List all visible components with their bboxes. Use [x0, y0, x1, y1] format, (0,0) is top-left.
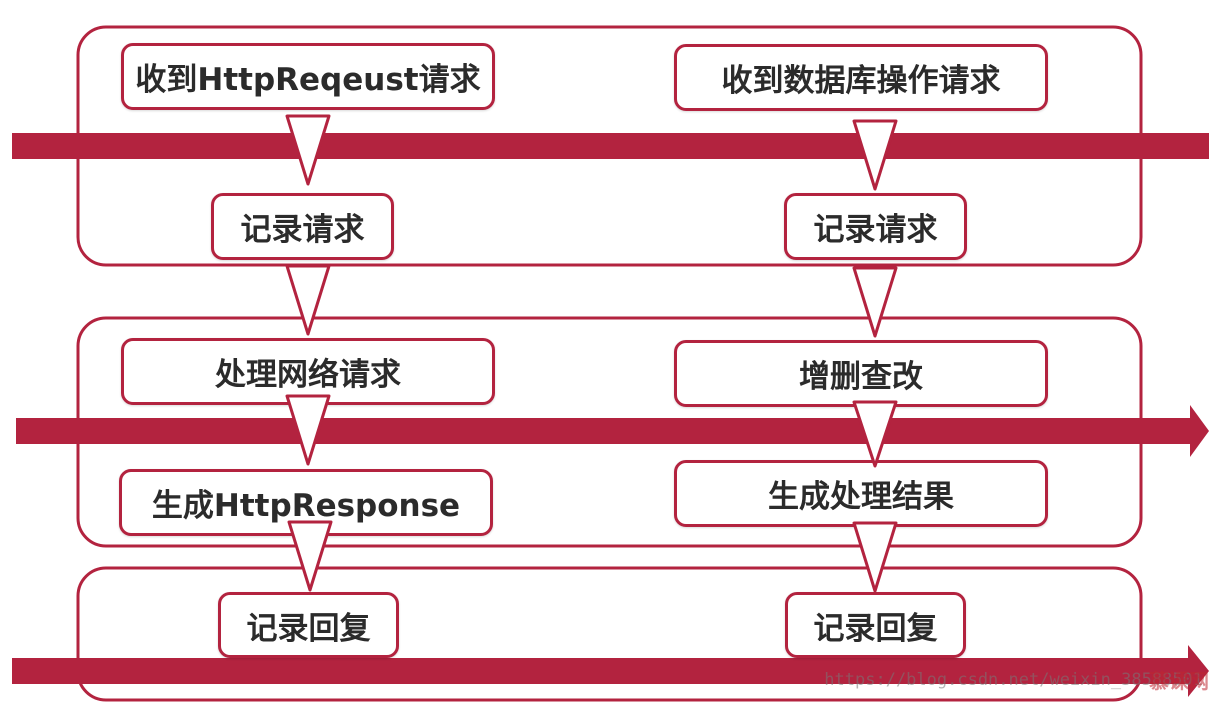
flow-band-top: [12, 133, 1209, 159]
flow-band-middle-arrowhead: [1190, 405, 1209, 457]
flow-band-middle: [16, 418, 1196, 444]
watermark-url: https://blog.csdn.net/weixin_38588501: [824, 670, 1203, 690]
site-logo: 慕课网: [1149, 669, 1209, 693]
node-generate-http-response: 生成HttpResponse: [119, 469, 493, 536]
node-receive-db-operation: 收到数据库操作请求: [674, 44, 1048, 111]
node-log-request-right: 记录请求: [784, 193, 967, 260]
node-receive-http-request: 收到HttpReqeust请求: [121, 43, 495, 110]
node-generate-result: 生成处理结果: [674, 460, 1048, 527]
node-process-network-request: 处理网络请求: [121, 338, 495, 405]
flow-band-bottom-arrowhead: [1188, 645, 1209, 697]
node-crud: 增删查改: [674, 340, 1048, 407]
node-log-reply-left: 记录回复: [218, 592, 399, 658]
node-log-reply-right: 记录回复: [785, 592, 966, 658]
flow-band-bottom: [12, 658, 1192, 684]
node-log-request-left: 记录请求: [211, 193, 394, 260]
